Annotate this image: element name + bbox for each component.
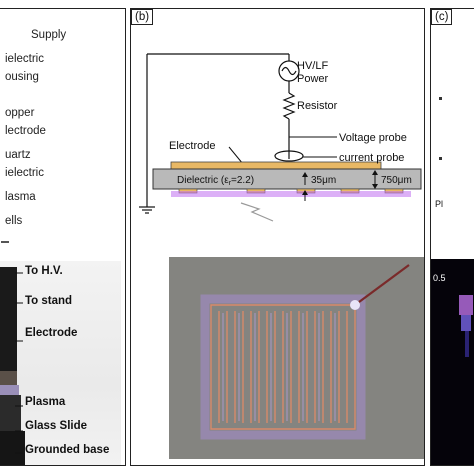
label-to-stand: To stand (25, 295, 73, 307)
gap-label: 35μm (311, 175, 336, 186)
dielectric-layer (152, 168, 422, 190)
electrode-leader (228, 146, 244, 165)
thickness-label: 750μm (381, 175, 412, 186)
plasma-jet-photo: 0.5 (431, 259, 474, 465)
serpentine-electrode-photo (169, 257, 424, 459)
plasma-glow (171, 191, 411, 197)
plasma-halo (200, 294, 366, 440)
label-to-hv: To H.V. (25, 265, 63, 277)
circuit-schematic: HV/LF Power Resistor Voltage probe curre… (139, 53, 422, 222)
resistor-icon (282, 92, 296, 120)
label-grounded-base: Grounded base (25, 444, 110, 456)
legend-item-dielectric: ielectric (5, 53, 44, 65)
device-photo: To H.V. To stand Electrode Plasma Glass … (0, 261, 121, 465)
panel-b-tag: (b) (131, 9, 154, 25)
legend-item-cells: ells (5, 215, 23, 227)
panel-b: (b) (130, 8, 425, 466)
legend-item-plasma: lasma (5, 191, 36, 203)
power-label-2: Power (297, 73, 329, 85)
legend-item-electrode: lectrode (5, 125, 46, 137)
lightning-icon (240, 202, 274, 222)
dielectric-label: Dielectric (εr=2.2) (177, 175, 254, 187)
text-pl: Pl (435, 199, 444, 209)
lead-wire (354, 264, 410, 306)
electrode-label: Electrode (169, 140, 215, 152)
resistor-label: Resistor (297, 100, 338, 112)
serpentine-traces (210, 304, 356, 430)
legend-item-dielectric-2: ielectric (5, 167, 44, 179)
voltage-probe-label: Voltage probe (339, 132, 407, 144)
legend-item-housing: ousing (5, 71, 39, 83)
legend-item-copper: opper (5, 107, 35, 119)
device-photo-art (0, 267, 25, 465)
current-probe-icon (274, 150, 304, 162)
legend-item-quartz: uartz (5, 149, 31, 161)
panel-c: (c) Pl 0.5 (430, 8, 474, 466)
power-label-1: HV/LF (297, 60, 328, 72)
label-plasma: Plasma (25, 396, 66, 408)
panel-a: Supply ielectric ousing opper lectrode u… (0, 8, 126, 466)
legend-swatch (1, 241, 9, 243)
text-scale: 0.5 (433, 273, 446, 283)
panel-c-tag: (c) (431, 9, 453, 25)
label-glass-slide: Glass Slide (25, 420, 88, 432)
contact-point (350, 300, 360, 310)
label-electrode: Electrode (25, 327, 78, 339)
legend-item-supply: Supply (31, 29, 67, 41)
current-probe-label: current probe (339, 152, 404, 164)
